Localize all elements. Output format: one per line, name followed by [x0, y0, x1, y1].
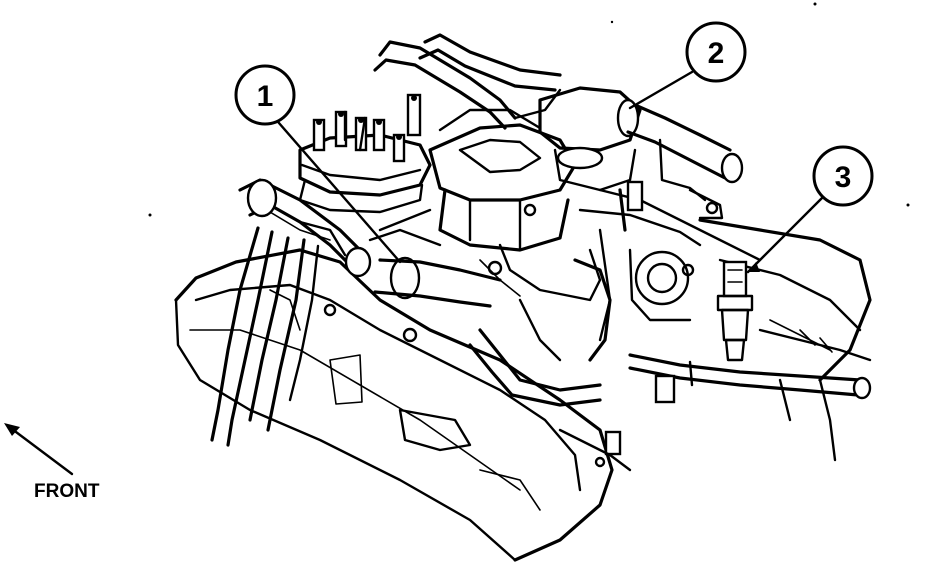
callout-3-label: 3	[835, 161, 852, 194]
upper-tubes	[373, 33, 562, 130]
distributor	[298, 93, 432, 214]
spark-plug-wires	[210, 199, 331, 447]
callout-2-leader	[628, 70, 694, 110]
lower-pipes	[468, 258, 632, 472]
callout-3-arrowhead	[748, 262, 760, 272]
carburetor	[378, 108, 602, 302]
callout-3-leader	[746, 196, 824, 274]
print-specks	[148, 2, 910, 217]
fuel-line	[628, 353, 872, 404]
callout-leaders	[270, 70, 824, 274]
left-valve-cover	[174, 248, 614, 562]
vacuum-valve	[344, 228, 502, 308]
intake-manifold-right	[578, 180, 762, 342]
callout-1: 1	[234, 64, 296, 126]
callout-2-label: 2	[708, 37, 725, 70]
right-valve-cover	[698, 218, 872, 462]
front-arrowhead-icon	[4, 423, 20, 436]
callout-2: 2	[685, 21, 747, 83]
sensor-assembly	[716, 260, 754, 362]
pcv-valve-assembly	[538, 86, 744, 220]
front-arrow-icon	[6, 424, 74, 476]
front-label: FRONT	[34, 481, 100, 502]
front-indicator: FRONT	[4, 423, 100, 502]
callout-1-leader	[270, 113, 402, 264]
callout-1-label: 1	[257, 80, 274, 113]
callout-3: 3	[812, 145, 874, 207]
